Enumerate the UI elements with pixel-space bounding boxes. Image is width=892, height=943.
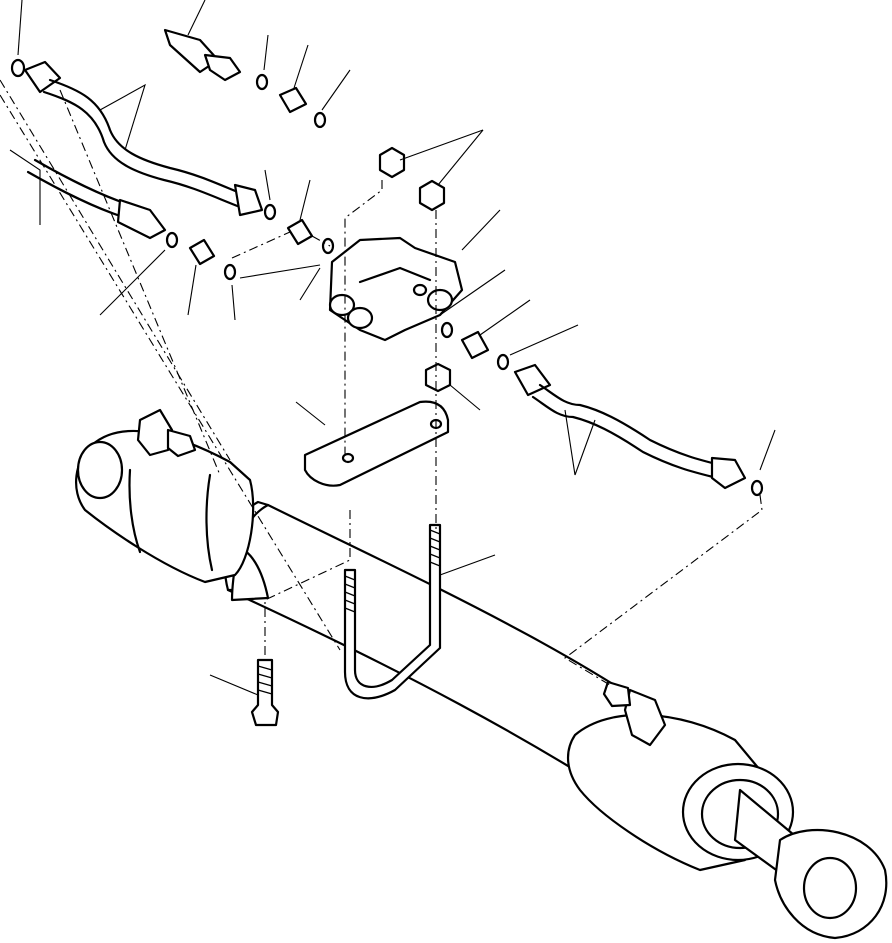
clamp-plate — [303, 400, 450, 487]
o-ring-2 — [255, 73, 269, 91]
o-rings — [10, 58, 764, 497]
fitting-right — [460, 330, 490, 360]
fitting-lower-left — [188, 238, 216, 266]
hose-middle-long — [26, 158, 167, 240]
hose-upper-long — [23, 60, 264, 217]
nut-lower — [424, 362, 452, 393]
u-bolt-thread-left — [344, 575, 356, 613]
u-bolt-thread-right — [429, 529, 441, 567]
hose-right-long — [513, 363, 747, 490]
block-port-front-left — [328, 293, 356, 317]
rod-end-gland-inner — [700, 778, 780, 850]
nut-top-right — [418, 179, 446, 212]
leader-lines — [9, 0, 776, 696]
rod-elbow-nut — [602, 680, 632, 708]
u-bolt — [343, 523, 442, 700]
o-ring-3 — [313, 111, 327, 129]
head-elbow-fitting — [136, 408, 174, 457]
block-port-front-mid — [346, 306, 374, 330]
o-ring-10 — [750, 479, 764, 497]
o-ring-9 — [496, 353, 510, 371]
hydraulic-cylinder — [75, 408, 888, 940]
o-ring-5 — [321, 237, 335, 255]
rod-elbow-fitting — [623, 688, 667, 747]
fittings — [188, 86, 490, 360]
block-edge — [358, 266, 432, 284]
plate-hole-left — [341, 452, 355, 464]
head-elbow-nut — [166, 428, 197, 458]
block-top-hole — [412, 283, 428, 297]
block-port-right — [426, 288, 454, 312]
head-end-collar — [128, 468, 214, 572]
center-lines — [0, 79, 763, 686]
o-ring-8 — [440, 321, 454, 339]
o-ring-6 — [165, 231, 179, 249]
rod-eye-bore — [802, 856, 858, 920]
o-ring-7 — [223, 263, 237, 281]
hose-top-short — [163, 28, 242, 82]
bolt-thread — [257, 665, 273, 695]
o-ring-1 — [10, 58, 26, 78]
head-end-bore — [76, 440, 124, 500]
o-ring-4 — [263, 203, 277, 221]
fitting-upper — [278, 86, 308, 114]
fitting-middle — [286, 218, 314, 246]
nut-top-left — [378, 146, 406, 179]
